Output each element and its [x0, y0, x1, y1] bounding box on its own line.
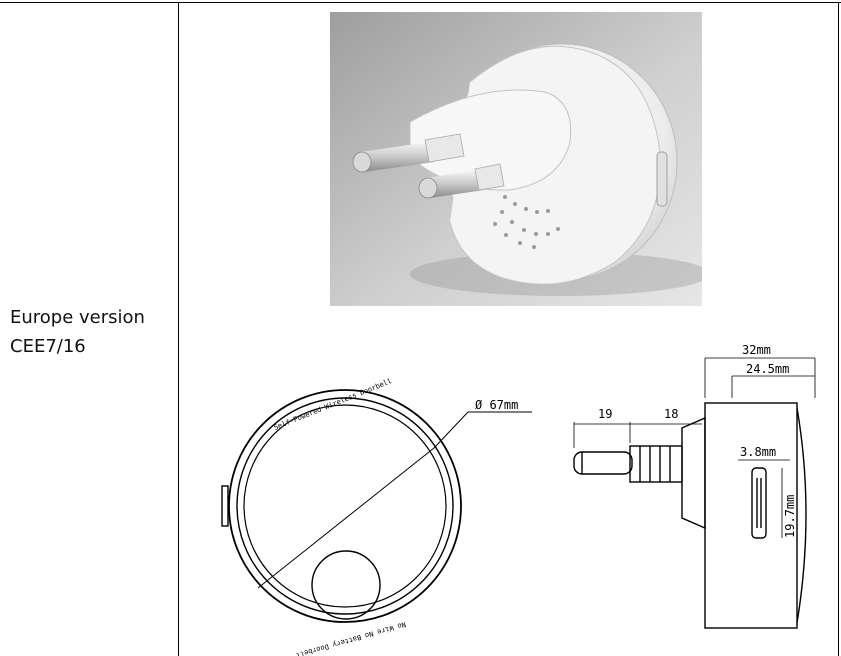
version-label-line2: CEE7/16 — [10, 336, 86, 357]
table-right-border — [838, 2, 839, 656]
table-top-border — [0, 2, 841, 3]
product-photo — [330, 12, 702, 306]
version-label-line1: Europe version — [10, 307, 145, 328]
dim-24-5mm: 24.5mm — [746, 362, 789, 376]
ring-text-bottom: No Wire No Battery Doorbell — [295, 620, 407, 656]
table-column-divider — [178, 2, 179, 656]
dim-3-8mm: 3.8mm — [740, 445, 776, 459]
diameter-dimension: Ø 67mm — [475, 398, 518, 412]
dim-18: 18 — [664, 407, 678, 421]
dim-19-pin: 19 — [598, 407, 612, 421]
technical-drawing: Ø 67mm Self-Powered Wireless Doorbell No… — [221, 343, 816, 656]
dim-32mm: 32mm — [742, 343, 771, 357]
dim-19-7mm: 19.7mm — [783, 495, 797, 538]
version-label: Europe version CEE7/16 — [10, 303, 145, 361]
